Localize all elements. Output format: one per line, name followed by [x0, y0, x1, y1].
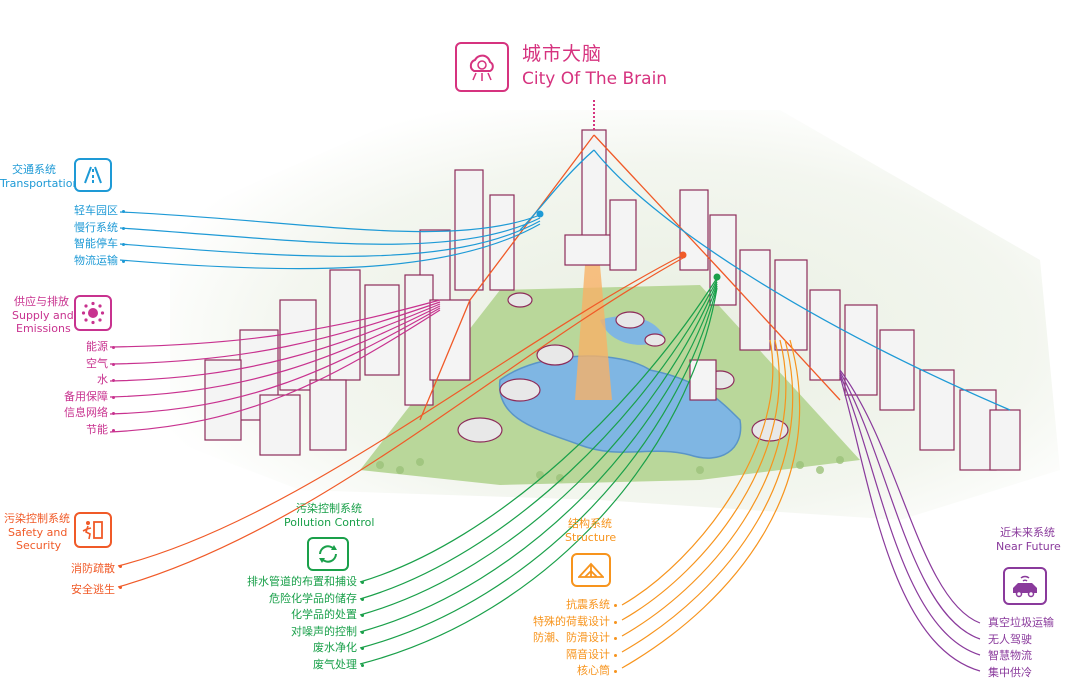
list-item: 无人驾驶 [988, 632, 1032, 646]
network-icon [74, 295, 112, 331]
safety-title-en-2: Security [16, 539, 62, 552]
list-item: 信息网络 [64, 405, 115, 422]
list-item: 废气处理 [247, 657, 364, 674]
future-title-cn: 近未来系统 [1000, 526, 1055, 539]
list-item: 化学品的处置 [247, 607, 364, 624]
list-item: 备用保障 [64, 389, 115, 406]
list-item: 核心筒 [533, 663, 617, 680]
safety-title-cn: 污染控制系统 [4, 512, 70, 525]
exit-icon [74, 512, 112, 548]
list-item: 能源 [64, 339, 115, 356]
pollution-title-cn: 污染控制系统 [296, 502, 362, 515]
list-item: 轻车园区 [74, 203, 125, 220]
transport-title-cn: 交通系统 [12, 163, 56, 176]
list-item: 防潮、防滑设计 [533, 630, 617, 647]
list-item: 智慧物流 [988, 649, 1032, 662]
supply-title-cn: 供应与排放 [14, 295, 69, 308]
list-item: 水 [64, 372, 115, 389]
cloud-circuit-icon [455, 42, 509, 92]
list-item: 废水净化 [247, 640, 364, 657]
list-item: 物流运输 [74, 253, 125, 270]
list-item: 慢行系统 [74, 220, 125, 237]
structure-list: 抗震系统 特殊的荷载设计 防潮、防滑设计 隔音设计 核心筒 [533, 597, 617, 680]
transport-title-en: Transportation [0, 177, 80, 190]
transport-list: 轻车园区 慢行系统 智能停车 物流运输 [74, 203, 125, 270]
recycle-icon [307, 537, 349, 571]
structure-title-en: Structure [565, 531, 617, 544]
list-item: 空气 [64, 356, 115, 373]
brain-title-en: City Of The Brain [522, 69, 668, 89]
safety-title-en-1: Safety and [8, 526, 68, 539]
future-list: 真空垃圾运输 无人驾驶 智慧物流 集中供冷 [988, 615, 1054, 681]
list-item: 节能 [64, 422, 115, 439]
list-item: 对噪声的控制 [247, 624, 364, 641]
list-item: 危险化学品的储存 [247, 591, 364, 608]
supply-list: 能源 空气 水 备用保障 信息网络 节能 [64, 339, 115, 439]
lake [499, 355, 742, 459]
list-item: 特殊的荷载设计 [533, 614, 617, 631]
pollution-title-en: Pollution Control [284, 516, 375, 529]
supply-title-en-1: Supply and [12, 309, 74, 322]
list-item: 集中供冷 [988, 665, 1032, 679]
list-item: 消防疏散 [71, 558, 122, 579]
truss-icon [571, 553, 611, 587]
list-item: 抗震系统 [533, 597, 617, 614]
road-icon [74, 158, 112, 192]
list-item: 真空垃圾运输 [988, 616, 1054, 629]
autonomous-car-icon [1003, 567, 1047, 605]
central-axis [575, 265, 612, 400]
pollution-list: 排水管道的布置和捕设 危险化学品的储存 化学品的处置 对噪声的控制 废水净化 废… [247, 574, 364, 674]
list-item: 隔音设计 [533, 647, 617, 664]
safety-list: 消防疏散 安全逃生 [71, 558, 122, 600]
structure-title-cn: 结构系统 [568, 517, 612, 530]
list-item: 排水管道的布置和捕设 [247, 574, 364, 591]
list-item: 智能停车 [74, 236, 125, 253]
future-title-en: Near Future [996, 540, 1061, 553]
list-item: 安全逃生 [71, 579, 122, 600]
brain-title-cn: 城市大脑 [522, 43, 603, 65]
supply-title-en-2: Emissions [16, 322, 71, 335]
